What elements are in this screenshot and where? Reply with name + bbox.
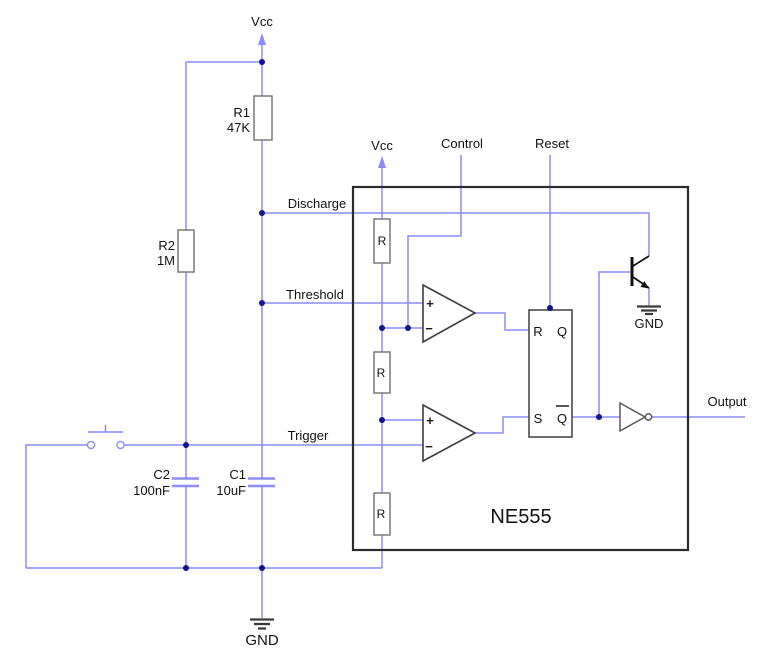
c2-value-label: 100nF — [133, 483, 170, 498]
inverter-bubble-icon — [644, 413, 653, 421]
junction-dots — [183, 59, 602, 571]
capacitor-c2-plates — [172, 477, 199, 488]
junction-dot — [379, 417, 385, 423]
flipflop-r-label: R — [533, 324, 542, 339]
button-contact-left — [86, 440, 96, 450]
divider-resistor-top-label: R — [378, 234, 387, 248]
junction-dot — [547, 305, 553, 311]
discharge-transistor — [630, 255, 650, 289]
divider-resistor-mid-label: R — [377, 366, 386, 380]
junction-dot — [259, 59, 265, 65]
vcc-top-arrow-icon — [258, 33, 266, 45]
r2-value-label: 1M — [157, 253, 175, 268]
divider-resistor-top-body — [373, 218, 391, 264]
wire-vcc-feed — [186, 36, 263, 96]
gnd-bottom-label: GND — [245, 632, 279, 649]
comp2-minus-sign: − — [425, 439, 433, 454]
ne555-title: NE555 — [490, 506, 551, 528]
control-label: Control — [441, 136, 483, 151]
c1-value-label: 10uF — [216, 483, 246, 498]
threshold-label: Threshold — [286, 287, 344, 302]
divider-resistor-mid-body — [373, 351, 391, 394]
flipflop-qbar-label: Q — [557, 411, 567, 426]
wire-comp1-out — [475, 312, 529, 331]
wires — [25, 36, 745, 618]
r1-name-label: R1 — [233, 105, 250, 120]
flipflop-s-label: S — [534, 411, 543, 426]
trigger-label: Trigger — [288, 428, 329, 443]
wire-base-feedback — [598, 271, 630, 417]
vcc-ic-arrow-icon — [378, 156, 386, 168]
junction-dot — [259, 210, 265, 216]
r2-name-label: R2 — [158, 238, 175, 253]
junction-dot — [259, 565, 265, 571]
junction-dot — [259, 300, 265, 306]
vcc-ic-label: Vcc — [371, 138, 393, 153]
junction-dot — [183, 565, 189, 571]
junction-dot — [405, 325, 411, 331]
capacitor-c1-plates — [248, 477, 275, 488]
wire-comp2-out — [475, 416, 529, 434]
junction-dot — [183, 442, 189, 448]
trigger-comparator — [422, 403, 477, 463]
divider-resistor-bot-label: R — [377, 507, 386, 521]
gnd-bottom-symbol-icon — [250, 618, 274, 630]
button-contact-right — [116, 440, 125, 450]
gnd-ic-symbol-icon — [637, 305, 661, 316]
transistor-emitter-arrow-icon — [640, 281, 649, 289]
resistor-r1-body — [253, 95, 273, 141]
threshold-comparator — [422, 283, 477, 344]
c2-name-label: C2 — [153, 467, 170, 482]
wire-discharge — [262, 212, 650, 256]
wire-button-left — [25, 444, 87, 568]
junction-dot — [596, 414, 602, 420]
c1-name-label: C1 — [229, 467, 246, 482]
comp1-minus-sign: − — [425, 321, 433, 336]
comp2-plus-sign: + — [426, 413, 434, 428]
ne555-boundary-box — [351, 185, 690, 552]
resistor-r2-body — [177, 229, 195, 273]
gnd-ic-label: GND — [635, 316, 664, 331]
r1-value-label: 47K — [227, 120, 250, 135]
wire-button-actuator — [88, 425, 123, 433]
comp1-plus-sign: + — [426, 296, 434, 311]
junction-dot — [379, 325, 385, 331]
transistor-collector-lead — [632, 255, 650, 267]
output-label: Output — [707, 394, 746, 409]
wire-control — [407, 155, 462, 328]
vcc-top-label: Vcc — [251, 14, 273, 29]
reset-label: Reset — [535, 136, 569, 151]
divider-resistor-bot-body — [373, 492, 391, 536]
discharge-label: Discharge — [288, 196, 347, 211]
flipflop-q-label: Q — [557, 324, 567, 339]
output-inverter — [619, 401, 647, 433]
